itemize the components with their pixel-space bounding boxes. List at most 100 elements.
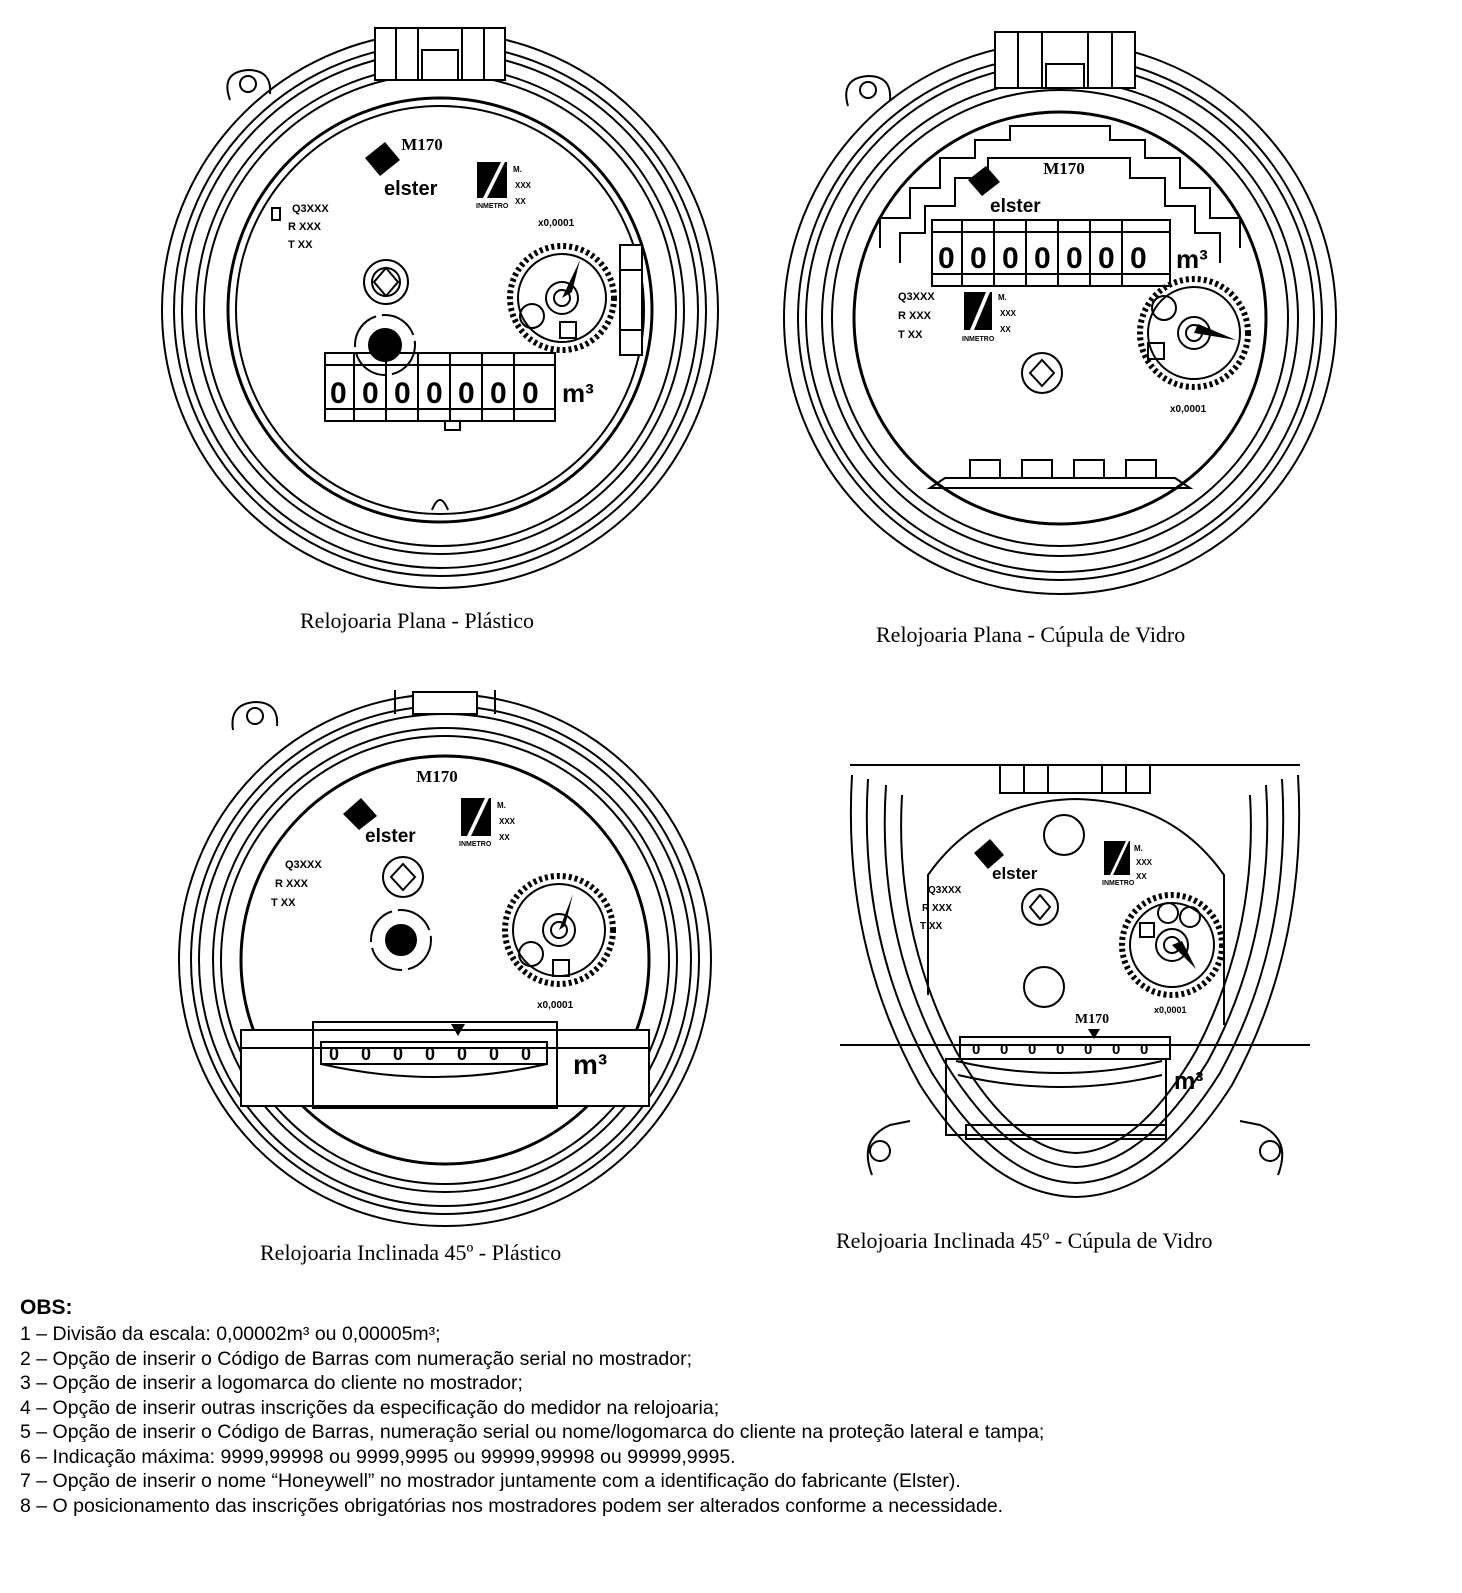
inmetro-mark — [1104, 841, 1130, 875]
spec-r: R XXX — [275, 878, 309, 890]
spec-t: T XX — [288, 239, 313, 251]
cert-label: INMETRO — [476, 203, 509, 210]
dial-pointer — [1194, 324, 1236, 340]
cert-label: INMETRO — [962, 336, 995, 343]
odometer-digit: 0 — [1000, 1041, 1008, 1058]
odometer-digit: 0 — [522, 377, 539, 410]
odometer-digit: 0 — [458, 377, 475, 410]
dial-pointer — [562, 260, 580, 298]
odometer-digit: 0 — [1098, 242, 1115, 275]
obs-item: 7 – Opção de inserir o nome “Honeywell” … — [20, 1470, 961, 1492]
caption-plana-plastico: Relojoaria Plana - Plástico — [300, 608, 534, 633]
odometer-digit: 0 — [1130, 242, 1147, 275]
odometer-digit: 0 — [362, 377, 379, 410]
cert-line-2: XXX — [515, 181, 532, 190]
caption-inclinada-vidro: Relojoaria Inclinada 45º - Cúpula de Vid… — [836, 1228, 1213, 1253]
odometer-digit: 0 — [1034, 242, 1051, 275]
inmetro-mark — [461, 798, 491, 836]
brand-label: elster — [384, 178, 438, 200]
odometer-digit: 0 — [521, 1044, 531, 1064]
odometer-digit: 0 — [489, 1044, 499, 1064]
cert-line-1: M. — [513, 165, 522, 174]
cert-line-3: XX — [515, 197, 526, 206]
meter-plana-vidro-svg: M170 elster Q3XXX R XXX T XX INMETRO M. … — [783, 31, 1337, 595]
caption-inclinada-plastico: Relojoaria Inclinada 45º - Plástico — [260, 1240, 562, 1265]
odometer-digit: 0 — [1112, 1041, 1120, 1058]
cert-line-3: XX — [1000, 325, 1011, 334]
cert-line-2: XXX — [1136, 858, 1153, 867]
meter-plana-plastico-svg: M170 elster Q3XXX R XXX T XX INMETRO M. … — [161, 27, 719, 589]
odometer-digit: 0 — [426, 377, 443, 410]
obs-section: OBS: 1 – Divisão da escala: 0,00002m³ ou… — [20, 1296, 1450, 1518]
brand-label: elster — [365, 826, 416, 847]
spec-t: T XX — [898, 329, 923, 341]
obs-heading: OBS: — [20, 1296, 73, 1319]
cert-line-2: XXX — [1000, 309, 1017, 318]
spec-q3: Q3XXX — [898, 291, 935, 303]
odometer-digit: 0 — [1002, 242, 1019, 275]
spec-r: R XXX — [922, 903, 952, 914]
cert-line-1: M. — [497, 801, 506, 810]
odometer-digit: 0 — [1084, 1041, 1092, 1058]
pointer-triangle — [451, 1024, 465, 1036]
spec-t: T XX — [271, 897, 296, 909]
odometer-digit: 0 — [1028, 1041, 1036, 1058]
dial-pointer — [559, 894, 573, 930]
odometer-digit: 0 — [972, 1041, 980, 1058]
meter-drawing-inclinada-plastico: M170 elster Q3XXX R XXX T XX INMETRO M. … — [175, 690, 715, 1230]
odometer-digit: 0 — [1056, 1041, 1064, 1058]
odometer-digit: 0 — [970, 242, 987, 275]
meter-inclinada-vidro-svg: elster Q3XXX R XXX T XX INMETRO M. XXX X… — [840, 764, 1310, 1199]
elster-logo-mark — [343, 798, 377, 830]
odometer-digit: 0 — [425, 1044, 435, 1064]
odometer-digit: 0 — [1140, 1041, 1148, 1058]
spec-r: R XXX — [288, 221, 322, 233]
odometer-digit: 0 — [393, 1044, 403, 1064]
model-label: M170 — [401, 135, 443, 154]
odometer-digit: 0 — [1066, 242, 1083, 275]
odometer-digit: 0 — [938, 242, 955, 275]
caption-plana-vidro: Relojoaria Plana - Cúpula de Vidro — [876, 622, 1186, 647]
odometer-digit: 0 — [490, 377, 507, 410]
model-label: M170 — [416, 767, 458, 786]
cert-line-2: XXX — [499, 817, 516, 826]
multiplier-label: x0,0001 — [537, 1000, 574, 1011]
unit-label: m³ — [1176, 244, 1208, 274]
spec-t: T XX — [920, 921, 943, 932]
brand-label: elster — [992, 864, 1038, 883]
multiplier-label: x0,0001 — [1154, 1005, 1187, 1015]
odometer-digit: 0 — [361, 1044, 371, 1064]
obs-item: 6 – Indicação máxima: 9999,99998 ou 9999… — [20, 1445, 736, 1468]
cert-line-3: XX — [499, 833, 510, 842]
cert-line-1: M. — [1134, 844, 1143, 853]
obs-item: 4 – Opção de inserir outras inscrições d… — [20, 1396, 720, 1419]
obs-item: 1 – Divisão da escala: 0,00002m³ ou 0,00… — [20, 1323, 441, 1345]
pointer-triangle — [1088, 1029, 1100, 1039]
cert-line-3: XX — [1136, 872, 1147, 881]
spec-q3: Q3XXX — [928, 885, 962, 896]
obs-item: 3 – Opção de inserir a logomarca do clie… — [20, 1372, 523, 1394]
meter-drawing-inclinada-vidro: elster Q3XXX R XXX T XX INMETRO M. XXX X… — [840, 755, 1310, 1205]
spec-q3: Q3XXX — [292, 203, 329, 215]
dial-pointer — [1172, 941, 1196, 969]
cert-label: INMETRO — [459, 841, 492, 848]
obs-item: 2 – Opção de inserir o Código de Barras … — [20, 1347, 692, 1370]
unit-label: m³ — [562, 378, 594, 408]
inmetro-mark — [477, 162, 507, 198]
meter-drawing-plana-plastico: M170 elster Q3XXX R XXX T XX INMETRO M. … — [160, 20, 720, 600]
cert-label: INMETRO — [1102, 880, 1135, 887]
obs-item: 8 – O posicionamento das inscrições obri… — [20, 1494, 1004, 1517]
unit-label: m³ — [1174, 1068, 1203, 1095]
inmetro-mark — [964, 292, 992, 330]
odometer-digit: 0 — [329, 1044, 339, 1064]
cert-line-1: M. — [998, 293, 1007, 302]
spec-q3: Q3XXX — [285, 859, 322, 871]
meter-inclinada-plastico-svg: M170 elster Q3XXX R XXX T XX INMETRO M. … — [178, 690, 712, 1227]
elster-logo-mark — [974, 839, 1004, 869]
spec-r: R XXX — [898, 310, 932, 322]
meter-drawing-plana-vidro: M170 elster Q3XXX R XXX T XX INMETRO M. … — [780, 28, 1340, 608]
odometer-digit: 0 — [394, 377, 411, 410]
odometer-digit: 0 — [457, 1044, 467, 1064]
elster-logo-mark — [365, 142, 400, 176]
unit-label: m³ — [573, 1049, 607, 1080]
